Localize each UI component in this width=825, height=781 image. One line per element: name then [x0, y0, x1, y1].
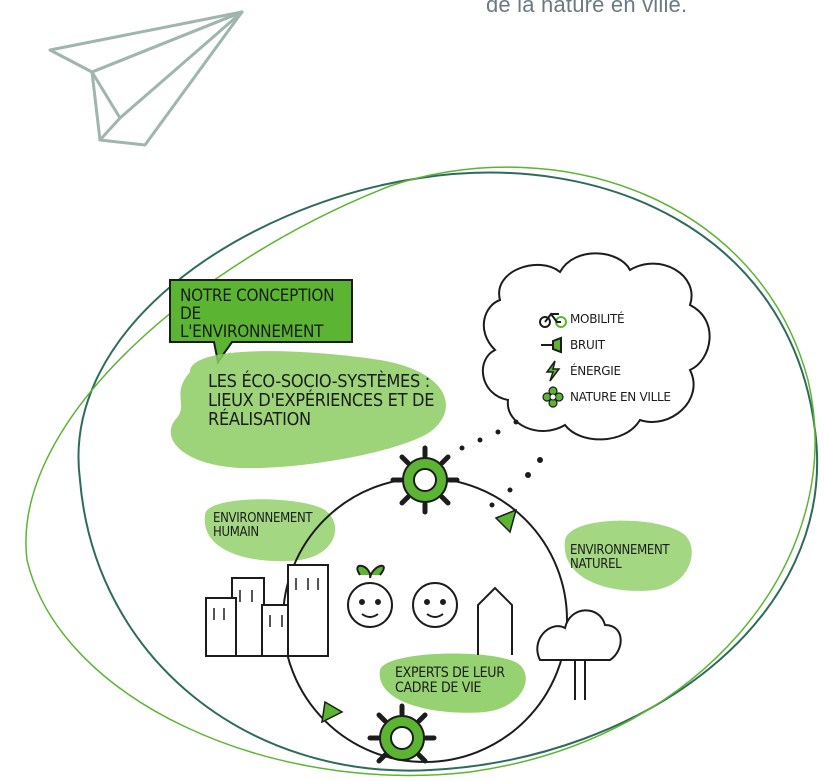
thought-cloud: [481, 252, 711, 441]
cloud-item-mobilite: MOBILITÉ: [536, 306, 671, 332]
bicycle-icon: [536, 310, 570, 328]
cloud-item-label: MOBILITÉ: [570, 312, 625, 326]
house-tree-icon: [477, 586, 622, 700]
cloud-list: MOBILITÉ BRUIT ÉNERGIE NATURE EN VILLE: [536, 306, 671, 410]
gear-icon: [367, 703, 437, 764]
experts-label: EXPERTS DE LEUR CADRE DE VIE: [395, 665, 505, 696]
cloud-item-bruit: BRUIT: [536, 332, 671, 358]
cloud-item-energie: ÉNERGIE: [536, 358, 671, 384]
paper-plane-icon: [48, 10, 244, 147]
person-face-icon: [412, 582, 458, 628]
orbit-dots: [459, 419, 519, 451]
natural-env-blob: [564, 520, 692, 591]
gear-icon: [390, 445, 460, 515]
arrow-triangle: [494, 508, 518, 534]
subtitle-blob: [170, 351, 446, 469]
header-tagline: de la nature en ville.: [486, 0, 688, 17]
experts-blob: [379, 653, 526, 713]
cloud-item-nature: NATURE EN VILLE: [536, 384, 671, 410]
human-env-label: ENVIRONNEMENT HUMAIN: [213, 511, 313, 540]
natural-env-label: ENVIRONNEMENT NATUREL: [570, 543, 670, 572]
cloud-item-label: NATURE EN VILLE: [570, 390, 671, 404]
lightning-icon: [536, 360, 570, 382]
cloud-item-label: ÉNERGIE: [570, 364, 621, 378]
cloud-item-label: BRUIT: [570, 338, 605, 352]
flower-icon: [536, 386, 570, 408]
callout-subtitle: LES ÉCO-SOCIO-SYSTÈMES : LIEUX D'EXPÉRIE…: [208, 371, 435, 430]
callout-title: NOTRE CONCEPTION DE L'ENVIRONNEMENT: [180, 286, 335, 342]
human-env-blob: [204, 499, 336, 562]
person-face-icon: [347, 564, 393, 628]
horn-icon: [536, 336, 570, 354]
city-buildings-icon: [205, 564, 329, 657]
arrow-triangle: [321, 700, 344, 724]
thought-dots: [489, 457, 543, 508]
callout-box: [169, 279, 353, 365]
